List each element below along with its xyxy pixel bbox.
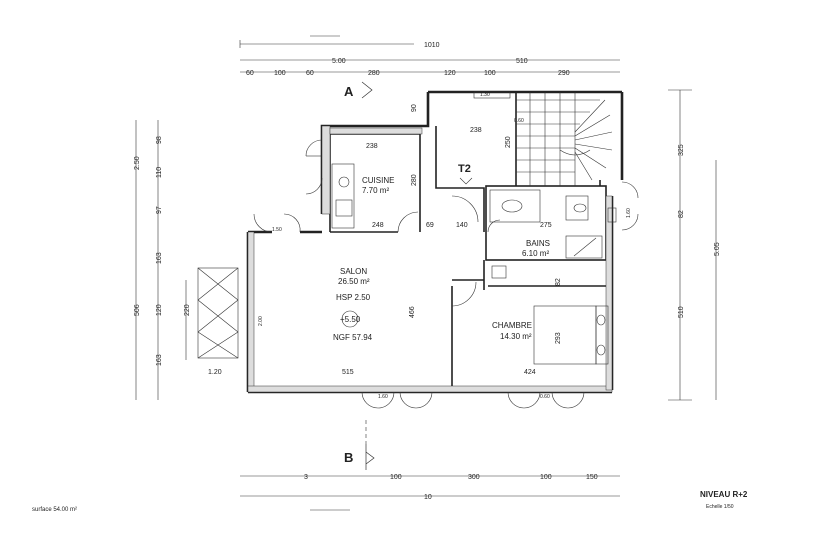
bottom-dimension-lines xyxy=(240,475,620,511)
dim-248: 248 xyxy=(372,222,384,229)
right-dims: 325 82 5.05 510 xyxy=(678,144,721,318)
apartment-tag: T2 xyxy=(458,163,471,175)
living-ngf: NGF 57.94 xyxy=(333,333,373,342)
dim-right-1: 325 xyxy=(678,144,685,156)
dim-238-top: 238 xyxy=(470,127,482,134)
dim-left-7: 120 xyxy=(156,304,163,316)
dim-238-kitchen: 238 xyxy=(366,143,378,150)
kitchen-area: 7.70 m² xyxy=(362,186,389,195)
dim-left-3: 110 xyxy=(156,167,163,178)
dim-right-3: 5.05 xyxy=(714,242,721,256)
dim-sub-left: 5.00 xyxy=(332,58,346,65)
dim-90: 90 xyxy=(411,104,418,112)
sheet-title: NIVEAU R+2 xyxy=(700,490,748,499)
dim-bottom-3: 300 xyxy=(468,474,480,481)
dim-left-6: 506 xyxy=(134,304,141,316)
dim-250: 250 xyxy=(505,136,512,148)
section-a-label: A xyxy=(344,84,354,99)
opening-w2: 1.50 xyxy=(272,227,282,233)
dim-top-7: 290 xyxy=(558,70,570,77)
staircase xyxy=(516,92,613,186)
dim-bottom-5: 150 xyxy=(586,474,598,481)
dim-140: 140 xyxy=(456,222,468,229)
opening-w6: 2.00 xyxy=(258,316,264,326)
opening-notes: 1.30 1.50 1.60 0.60 1.20 2.00 1.60 0.60 xyxy=(208,92,632,400)
dim-275: 275 xyxy=(540,222,552,229)
dim-top-3: 60 xyxy=(306,70,314,77)
section-b-label: B xyxy=(344,450,353,465)
dim-top-4: 280 xyxy=(368,70,380,77)
interior-walls xyxy=(329,92,612,392)
right-dimension-lines xyxy=(668,89,717,401)
dim-left-5: 163 xyxy=(156,252,163,264)
opening-w1: 1.30 xyxy=(480,92,490,98)
dim-293: 293 xyxy=(555,332,562,344)
kitchen-name: CUISINE xyxy=(362,176,394,185)
dim-bottom-2: 100 xyxy=(390,474,402,481)
doors xyxy=(253,139,639,409)
dim-left-1: 2.50 xyxy=(134,156,141,170)
surface-note: surface 54.00 m² xyxy=(32,507,77,513)
dim-left-8: 220 xyxy=(184,304,191,316)
living-level: +5.50 xyxy=(340,315,361,324)
dim-total-top: 1010 xyxy=(424,42,440,49)
dim-bottom-1: 3 xyxy=(304,474,308,481)
sheet-scale: Echelle 1/50 xyxy=(706,504,734,510)
dim-top-1: 60 xyxy=(246,70,254,77)
opening-w8: 0.60 xyxy=(514,118,524,124)
bath-name: BAINS xyxy=(526,239,550,248)
dim-right-2: 82 xyxy=(678,210,685,218)
dim-right-4: 510 xyxy=(678,306,685,318)
dim-280: 280 xyxy=(411,174,418,186)
dim-top-5: 120 xyxy=(444,70,456,77)
bath-area: 6.10 m² xyxy=(522,249,549,258)
dim-bottom-total: 10 xyxy=(424,494,432,501)
dim-left-4: 97 xyxy=(156,206,163,214)
top-dimension-lines xyxy=(239,35,620,73)
room-labels: CUISINE 7.70 m² SALON 26.50 m² HSP 2.50 … xyxy=(333,176,550,342)
bedroom-area: 14.30 m² xyxy=(500,332,532,341)
dim-515: 515 xyxy=(342,369,354,376)
dim-left-2: 98 xyxy=(156,136,163,144)
wall-hatch xyxy=(247,125,613,393)
interior-dims: 238 238 250 280 248 69 140 275 515 424 4… xyxy=(342,104,562,376)
living-hsp: HSP 2.50 xyxy=(336,293,371,302)
dim-424: 424 xyxy=(524,369,536,376)
dim-69: 69 xyxy=(426,222,434,229)
section-markers: A B xyxy=(344,81,375,470)
dim-466: 466 xyxy=(409,306,416,318)
opening-w5: 1.20 xyxy=(208,369,222,376)
living-name: SALON xyxy=(340,267,367,276)
dim-sub-right: 510 xyxy=(516,58,528,65)
dim-bottom-4: 100 xyxy=(540,474,552,481)
dim-top-2: 100 xyxy=(274,70,286,77)
fixtures xyxy=(197,91,617,365)
living-area: 26.50 m² xyxy=(338,277,370,286)
left-dimension-lines xyxy=(135,120,187,400)
dim-left-9: 163 xyxy=(156,354,163,366)
opening-w4: 0.60 xyxy=(540,394,550,400)
opening-w3: 1.60 xyxy=(378,394,388,400)
opening-w7: 1.60 xyxy=(626,208,632,218)
bedroom-name: CHAMBRE xyxy=(492,321,532,330)
dim-82: 82 xyxy=(555,278,562,286)
left-dims: 2.50 98 110 97 163 506 120 220 163 xyxy=(134,136,191,366)
dim-top-6: 100 xyxy=(484,70,496,77)
